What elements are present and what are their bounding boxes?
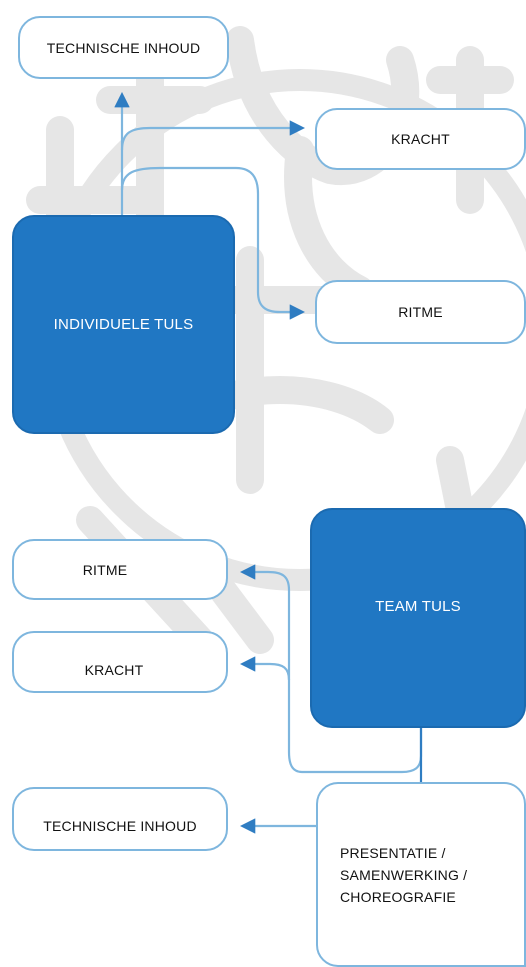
connector-individual-power [120, 120, 306, 151]
connector-individual-rhythm [120, 166, 306, 320]
individual-technical-label: TECHNISCHE INHOUD [46, 39, 201, 56]
team-power-label: KRACHT [84, 662, 144, 678]
connector-team-rhythm [239, 564, 423, 774]
team-technical-label: TECHNISCHE INHOUD [43, 818, 197, 834]
team-tuls-label: TEAM TULS [375, 597, 461, 615]
individual-tuls-box: INDIVIDUELE TULS [12, 215, 235, 434]
team-technical-box: TECHNISCHE INHOUD [12, 787, 228, 851]
team-rhythm-box: RITME [12, 539, 228, 600]
individual-rhythm-label: RITME [398, 304, 443, 320]
team-tuls-box: TEAM TULS [310, 508, 526, 728]
connector-team-power [239, 656, 291, 681]
team-presentation-line-3: CHOREOGRAFIE [340, 888, 456, 905]
team-presentation-line-1: PRESENTATIE / [340, 844, 446, 861]
individual-power-box: KRACHT [315, 108, 526, 170]
individual-power-label: KRACHT [391, 131, 450, 147]
team-presentation-box: PRESENTATIE / SAMENWERKING / CHOREOGRAFI… [316, 782, 526, 967]
team-presentation-line-2: SAMENWERKING / [340, 866, 468, 883]
individual-tuls-label: INDIVIDUELE TULS [53, 316, 194, 333]
team-power-box: KRACHT [12, 631, 228, 693]
individual-technical-box: TECHNISCHE INHOUD [18, 16, 229, 79]
team-rhythm-label: RITME [82, 561, 128, 578]
individual-rhythm-box: RITME [315, 280, 526, 344]
